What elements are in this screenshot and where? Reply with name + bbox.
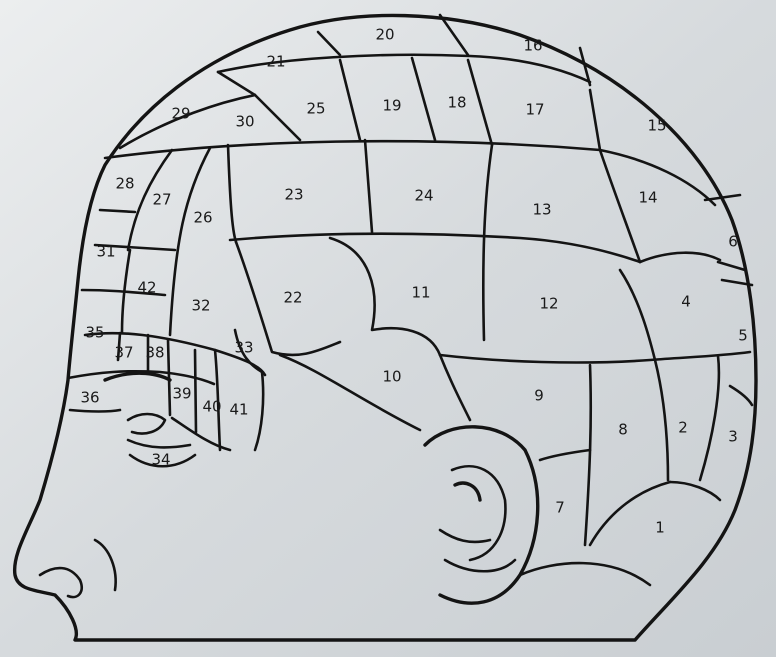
region-label-22: 22	[283, 289, 302, 307]
region-label-15: 15	[647, 117, 666, 135]
region-label-38: 38	[145, 344, 164, 362]
region-label-1: 1	[655, 519, 665, 537]
region-label-4: 4	[681, 293, 691, 311]
region-label-36: 36	[80, 389, 99, 407]
region-label-20: 20	[375, 26, 394, 44]
region-label-32: 32	[191, 297, 210, 315]
region-label-14: 14	[638, 189, 657, 207]
region-label-28: 28	[115, 175, 134, 193]
region-label-29: 29	[171, 105, 190, 123]
region-label-7: 7	[555, 499, 565, 517]
region-label-34: 34	[151, 451, 170, 469]
region-label-25: 25	[306, 100, 325, 118]
region-label-19: 19	[382, 97, 401, 115]
region-label-35: 35	[85, 324, 104, 342]
region-label-39: 39	[172, 385, 191, 403]
region-label-8: 8	[618, 421, 628, 439]
region-label-21: 21	[266, 53, 285, 71]
region-label-13: 13	[532, 201, 551, 219]
region-label-10: 10	[382, 368, 401, 386]
region-label-11: 11	[411, 284, 430, 302]
region-label-18: 18	[447, 94, 466, 112]
region-label-17: 17	[525, 101, 544, 119]
region-label-6: 6	[728, 233, 738, 251]
region-label-31: 31	[96, 243, 115, 261]
region-label-42: 42	[137, 279, 156, 297]
region-label-40: 40	[202, 398, 221, 416]
region-label-23: 23	[284, 186, 303, 204]
region-label-30: 30	[235, 113, 254, 131]
region-label-16: 16	[523, 37, 542, 55]
region-label-33: 33	[234, 339, 253, 357]
region-label-26: 26	[193, 209, 212, 227]
region-label-24: 24	[414, 187, 433, 205]
region-label-5: 5	[738, 327, 748, 345]
region-label-41: 41	[229, 401, 248, 419]
region-label-3: 3	[728, 428, 738, 446]
region-label-27: 27	[152, 191, 171, 209]
region-label-9: 9	[534, 387, 544, 405]
region-label-37: 37	[114, 344, 133, 362]
region-label-2: 2	[678, 419, 688, 437]
region-label-12: 12	[539, 295, 558, 313]
